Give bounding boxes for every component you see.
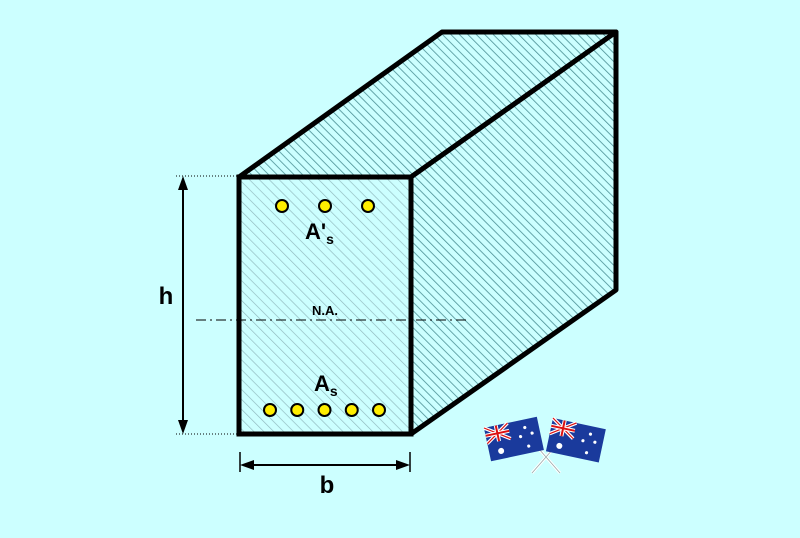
height-arrow-top: [178, 176, 188, 190]
bottom-rebar: [263, 403, 277, 417]
crossed-flags-group: [483, 416, 606, 474]
bottom-rebar: [290, 403, 305, 417]
top-rebar: [275, 199, 289, 213]
top-steel-symbol: A': [305, 219, 326, 244]
rebar-group: [263, 199, 386, 417]
bottom-rebar: [372, 403, 386, 417]
bottom-rebar: [317, 403, 332, 417]
width-arrow-left: [240, 460, 254, 470]
neutral-axis-label: N.A.: [312, 303, 338, 318]
bottom-steel-symbol: A: [314, 371, 330, 396]
beam-cross-section: [236, 174, 414, 437]
australian-flag-icon: [545, 416, 606, 463]
top-rebar: [361, 199, 375, 213]
top-steel-subscript: s: [326, 231, 334, 247]
height-label: h: [159, 283, 174, 310]
top-rebar: [318, 199, 332, 213]
width-arrow-right: [396, 460, 410, 470]
top-steel-label: A's: [305, 219, 334, 247]
width-label: b: [320, 472, 335, 499]
australian-flag-icon: [483, 416, 544, 462]
bottom-steel-label: As: [314, 371, 338, 399]
bottom-steel-subscript: s: [330, 383, 338, 399]
height-arrow-bottom: [178, 420, 188, 434]
bottom-rebar: [344, 403, 359, 417]
